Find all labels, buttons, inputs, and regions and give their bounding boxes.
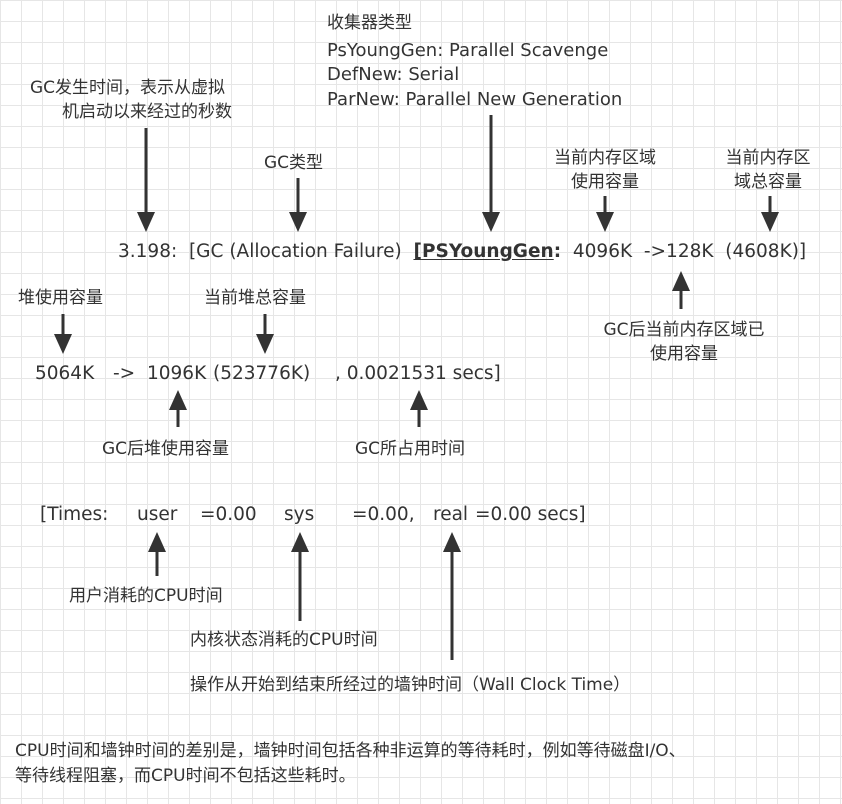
gc-duration-label: GC所占用时间 <box>355 439 466 459</box>
collector-line-parnew: ParNew: Parallel New Generation <box>327 89 623 110</box>
heap-total-label: 当前堆总容量 <box>204 288 306 308</box>
heap-arrow: -> <box>113 363 136 384</box>
region-total-label-line2: 域总容量 <box>734 172 802 192</box>
gc-cause: [GC (Allocation Failure) <box>188 241 402 262</box>
region-total-label-line1: 当前内存区 <box>725 148 811 168</box>
region-after: ->128K <box>643 241 714 262</box>
arrow-wall-clock <box>443 532 461 660</box>
gc-timestamp: 3.198: <box>118 241 178 262</box>
gc-time-label-line2: 机启动以来经过的秒数 <box>62 102 232 122</box>
region-used-label-line2: 使用容量 <box>571 172 639 192</box>
note-line-1: CPU时间和墙钟时间的差别是，墙钟时间包括各种非运算的等待耗时，例如等待磁盘I/… <box>15 741 686 761</box>
heap-before: 5064K <box>35 363 95 384</box>
note-line-2: 等待线程阻塞，而CPU时间不包括这些耗时。 <box>15 766 356 786</box>
arrow-gc-duration <box>410 390 428 427</box>
sys-cpu-label: 内核状态消耗的CPU时间 <box>190 630 378 650</box>
heap-used-label: 堆使用容量 <box>18 288 103 308</box>
collector-title: 收集器类型 <box>327 13 412 33</box>
arrow-gc-time <box>137 128 155 232</box>
collector-name: PSYoungGen <box>421 241 554 262</box>
region-used-label-line1: 当前内存区域 <box>554 148 656 168</box>
arrow-heap-after <box>169 390 187 427</box>
gc-type-label: GC类型 <box>264 153 324 173</box>
collector-colon: : <box>553 241 562 262</box>
arrow-user-cpu <box>148 532 166 576</box>
heap-total: (523776K) <box>213 363 311 384</box>
sys-value: =0.00, <box>352 504 415 525</box>
heap-after: 1096K <box>147 363 207 384</box>
real-label: real <box>433 504 469 525</box>
region-after-label-line1: GC后当前内存区域已 <box>603 320 765 340</box>
user-cpu-label: 用户消耗的CPU时间 <box>69 586 223 606</box>
region-after-label-line2: 使用容量 <box>650 344 718 364</box>
arrow-collector-type <box>482 115 500 232</box>
gc-duration: , 0.0021531 secs] <box>335 363 501 384</box>
sys-label: sys <box>284 504 315 525</box>
collector-line-psyounggen: PsYoungGen: Parallel Scavenge <box>327 40 609 61</box>
gc-time-label-line1: GC发生时间，表示从虚拟 <box>30 78 226 98</box>
region-total: (4608K)] <box>725 241 807 262</box>
arrow-heap-total <box>256 314 274 354</box>
arrow-region-total <box>761 196 779 232</box>
arrow-region-used <box>596 196 614 232</box>
wall-clock-label: 操作从开始到结束所经过的墙钟时间（Wall Clock Time） <box>190 675 631 695</box>
arrow-region-after <box>672 271 690 309</box>
log-line-1: 3.198: [GC (Allocation Failure) [PSYoung… <box>118 241 806 263</box>
arrow-sys-cpu <box>291 532 309 621</box>
region-before: 4096K <box>572 241 633 262</box>
collector-line-defnew: DefNew: Serial <box>327 64 460 85</box>
heap-after-label: GC后堆使用容量 <box>102 439 230 459</box>
real-value: =0.00 secs] <box>475 504 586 525</box>
arrow-gc-type <box>289 178 307 232</box>
collector-bracket: [ <box>413 241 422 262</box>
times-prefix: [Times: <box>40 504 109 525</box>
user-value: =0.00 <box>200 504 257 525</box>
arrow-heap-used <box>54 314 72 354</box>
user-label: user <box>137 504 178 525</box>
